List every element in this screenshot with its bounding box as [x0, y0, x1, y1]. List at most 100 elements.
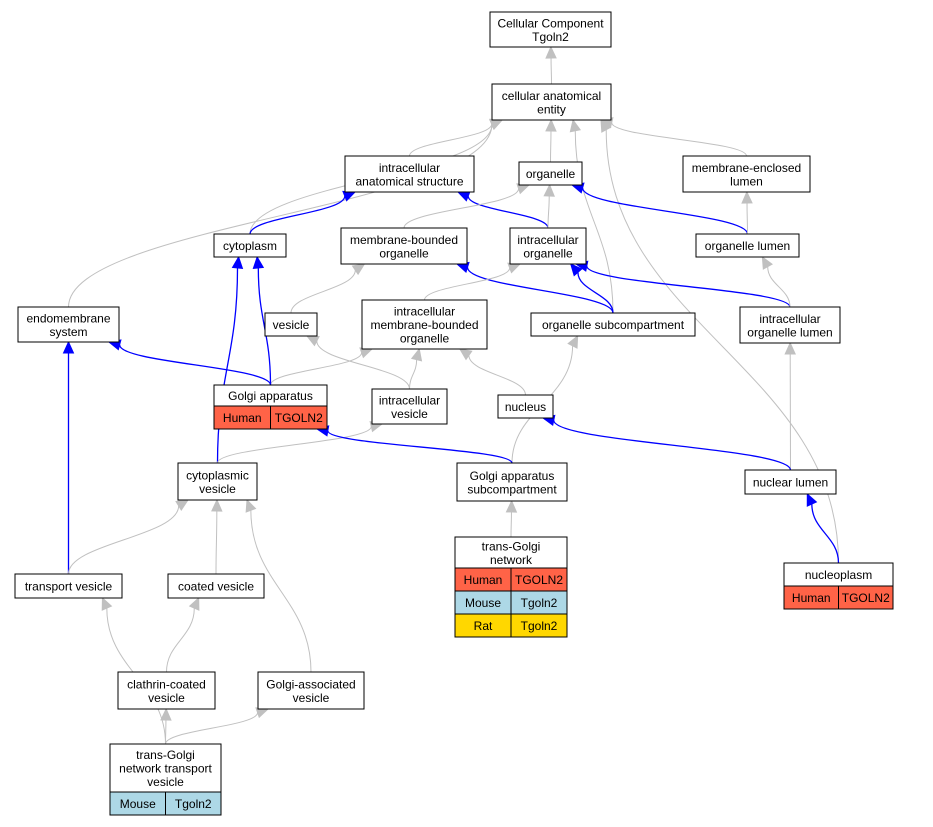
- node-label-line: membrane-bounded: [350, 233, 458, 247]
- is-a-edge-line: [290, 270, 356, 314]
- arrowhead-icon: [505, 499, 518, 513]
- node-label-line: intracellular: [379, 161, 440, 175]
- node-box: [695, 233, 800, 258]
- node-label-line: organelle: [379, 246, 429, 260]
- node-cytoplasm[interactable]: cytoplasm: [213, 233, 287, 258]
- node-box: [177, 462, 258, 501]
- node-box: [491, 83, 612, 121]
- part-of-edge-line: [257, 267, 272, 386]
- part-of-edge-line: [811, 504, 840, 564]
- arrowhead-icon: [231, 255, 244, 270]
- edge-tgn-to-gas: [505, 499, 518, 538]
- node-box: [744, 469, 837, 495]
- edge-osc-to-io: [569, 263, 614, 314]
- node-label-line: network transport: [119, 762, 212, 776]
- gene-label: TGOLN2: [275, 411, 323, 425]
- edge-golgi-to-endo: [107, 339, 272, 386]
- node-label-line: organelle lumen: [747, 325, 832, 339]
- part-of-edge-line: [577, 272, 614, 314]
- node-label-line: organelle: [400, 332, 450, 346]
- is-a-edge-line: [611, 122, 747, 157]
- node-box: [489, 11, 612, 48]
- arrowhead-icon: [456, 190, 471, 202]
- arrowhead-icon: [569, 118, 582, 133]
- node-label-line: cytoplasmic: [186, 468, 249, 482]
- node-label-line: intracellular: [394, 305, 455, 319]
- node-box: [739, 306, 841, 344]
- node-box: [257, 671, 365, 710]
- arrowhead-icon: [545, 118, 557, 132]
- arrowhead-icon: [188, 596, 200, 611]
- arrowhead-icon: [761, 255, 773, 270]
- edge-tv-to-endo: [62, 340, 75, 574]
- gene-cell: [165, 791, 222, 816]
- is-a-edge-line: [468, 355, 526, 396]
- node-label-line: cellular anatomical: [502, 89, 601, 103]
- node-box: [340, 227, 468, 265]
- edge-ol-to-mel: [741, 190, 753, 235]
- node-label-line: network: [490, 553, 533, 567]
- node-box: [518, 161, 583, 186]
- edges-layer: [62, 45, 840, 745]
- part-of-edge-line: [249, 195, 346, 235]
- node-coated[interactable]: coated vesicle: [167, 573, 265, 599]
- node-box: [456, 462, 568, 502]
- edge-io-to-ias: [456, 190, 549, 229]
- node-label-line: vesicle: [147, 775, 184, 789]
- gene-label: TGOLN2: [515, 573, 563, 587]
- arrowhead-icon: [543, 183, 555, 197]
- is-a-edge-line: [409, 359, 418, 390]
- is-a-edge-line: [424, 267, 511, 301]
- node-label-line: intracellular: [517, 233, 578, 247]
- node-box: [530, 312, 696, 337]
- edge-ccv-to-coated: [166, 596, 200, 673]
- node-box: [344, 155, 475, 193]
- is-a-edge-line: [68, 124, 493, 308]
- species-label: Human: [792, 591, 831, 605]
- node-organelle[interactable]: organelle: [518, 161, 583, 186]
- node-label-line: organelle subcompartment: [542, 318, 685, 332]
- node-vesicle[interactable]: vesicle: [264, 312, 318, 337]
- node-box: [14, 573, 123, 599]
- is-a-edge-line: [166, 608, 195, 673]
- is-a-edge-line: [574, 130, 614, 314]
- part-of-edge-line: [118, 344, 272, 386]
- node-tv[interactable]: transport vesicle: [14, 573, 123, 599]
- arrowhead-icon: [600, 118, 612, 133]
- node-label-line: coated vesicle: [178, 580, 254, 594]
- is-a-edge-line: [270, 352, 363, 386]
- edge-tgntv-to-tv: [101, 596, 166, 745]
- edge-tv-to-cv: [68, 499, 190, 575]
- is-a-edge-line: [767, 266, 791, 308]
- node-ol[interactable]: organelle lumen: [695, 233, 800, 258]
- arrowhead-icon: [101, 596, 113, 611]
- edge-nl-to-iol: [784, 341, 796, 471]
- edge-osc-to-cae: [569, 118, 614, 314]
- gene-cell: [270, 405, 328, 430]
- node-nucleus[interactable]: nucleus: [497, 394, 554, 419]
- node-label-line: clathrin-coated: [127, 677, 206, 691]
- arrowhead-icon: [351, 263, 366, 276]
- node-label-line: vesicle: [293, 691, 330, 705]
- node-nl[interactable]: nuclear lumen: [744, 469, 837, 495]
- node-osc[interactable]: organelle subcompartment: [530, 312, 696, 337]
- arrowhead-icon: [567, 334, 579, 349]
